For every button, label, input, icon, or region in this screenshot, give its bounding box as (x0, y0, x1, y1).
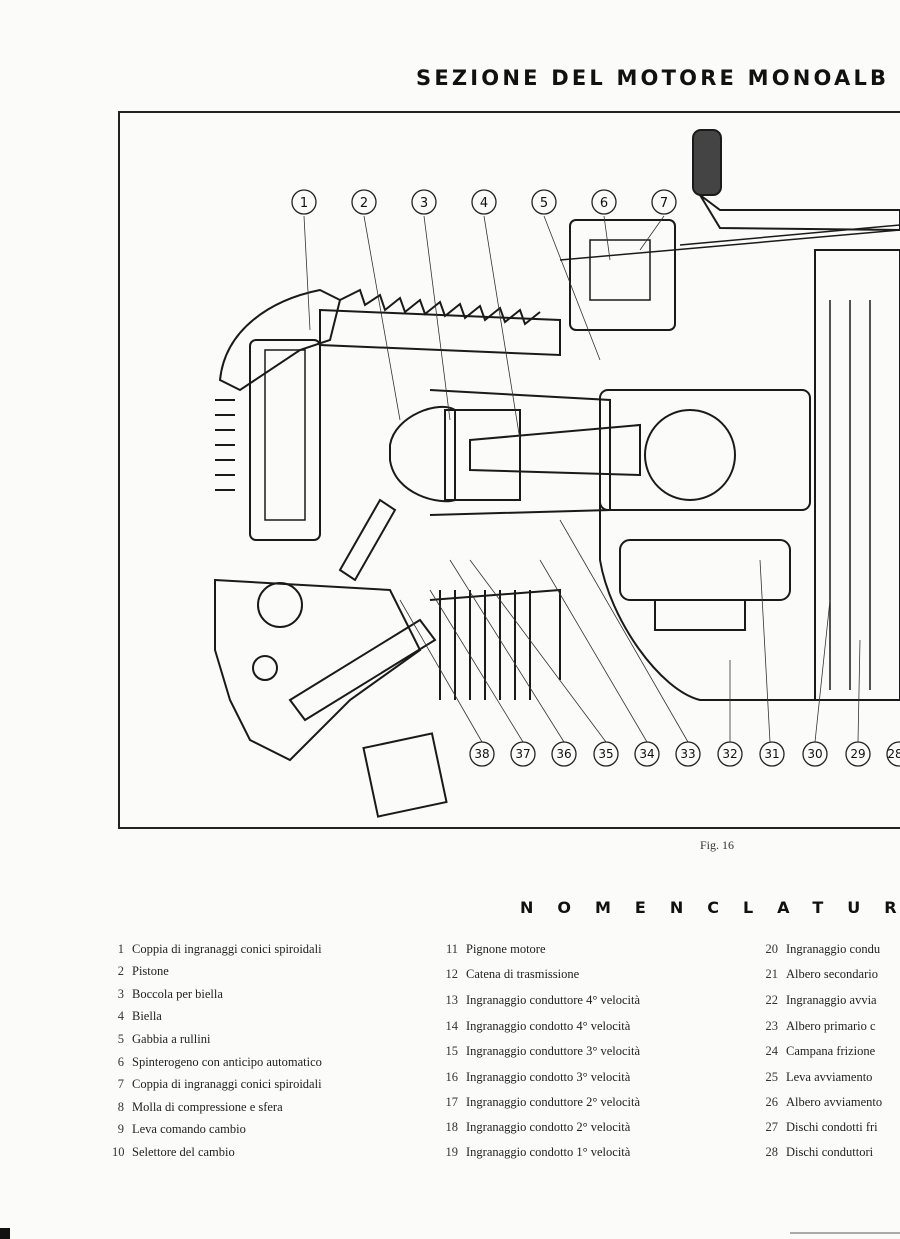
callout-label: 34 (639, 747, 654, 761)
intake (214, 578, 422, 762)
frame-bottom-rule (118, 827, 900, 829)
crankcase-outline (599, 500, 820, 701)
figure-caption: Fig. 16 (700, 838, 735, 852)
piston (444, 409, 521, 501)
callout-label: 4 (480, 196, 488, 211)
callout-label: 37 (515, 747, 530, 761)
callout-label: 3 (420, 196, 428, 211)
kickstart-pedal (692, 129, 722, 196)
head-cover (218, 288, 342, 392)
callout-label: 32 (722, 747, 737, 761)
engine-section-drawing: 1 2 3 4 5 6 7 38 37 36 35 34 33 32 31 30… (214, 129, 900, 818)
callout-label: 38 (474, 747, 489, 761)
callout-label: 29 (850, 747, 865, 761)
cylinder-fins-top (339, 288, 541, 326)
flywheel (619, 539, 791, 601)
pushrod-tube (319, 308, 561, 357)
callout-label: 33 (680, 747, 695, 761)
cylinder-barrel (429, 389, 611, 516)
carburetor (362, 732, 448, 818)
callout-label: 5 (540, 196, 548, 211)
cylinder-fins-bottom (439, 590, 531, 700)
callout-label: 1 (300, 196, 308, 211)
scan-bottom-line (790, 1232, 900, 1234)
callout-label: 36 (556, 747, 571, 761)
callout-label: 35 (598, 747, 613, 761)
callout-label: 31 (764, 747, 779, 761)
frame-left-rule (118, 111, 120, 829)
callout-label: 28 (887, 747, 900, 761)
valve-housing (249, 339, 321, 541)
callouts-bottom: 38 37 36 35 34 33 32 31 30 29 28 (469, 741, 900, 767)
callouts-top: 1 2 3 4 5 6 7 (291, 189, 677, 215)
frame-top-rule (118, 111, 900, 113)
crankshaft (599, 389, 811, 511)
scan-edge-mark (0, 1228, 10, 1239)
connecting-rod (469, 423, 641, 477)
nomenclature-heading: NOMENCLATUR (520, 898, 900, 917)
spark-plug (338, 498, 397, 582)
callout-label: 2 (360, 196, 368, 211)
page-title: SEZIONE DEL MOTORE MONOALB (416, 66, 890, 90)
callout-label: 30 (807, 747, 822, 761)
callout-label: 7 (660, 196, 668, 211)
distributor (569, 219, 676, 331)
callout-label: 6 (600, 196, 608, 211)
gearbox (814, 249, 900, 701)
